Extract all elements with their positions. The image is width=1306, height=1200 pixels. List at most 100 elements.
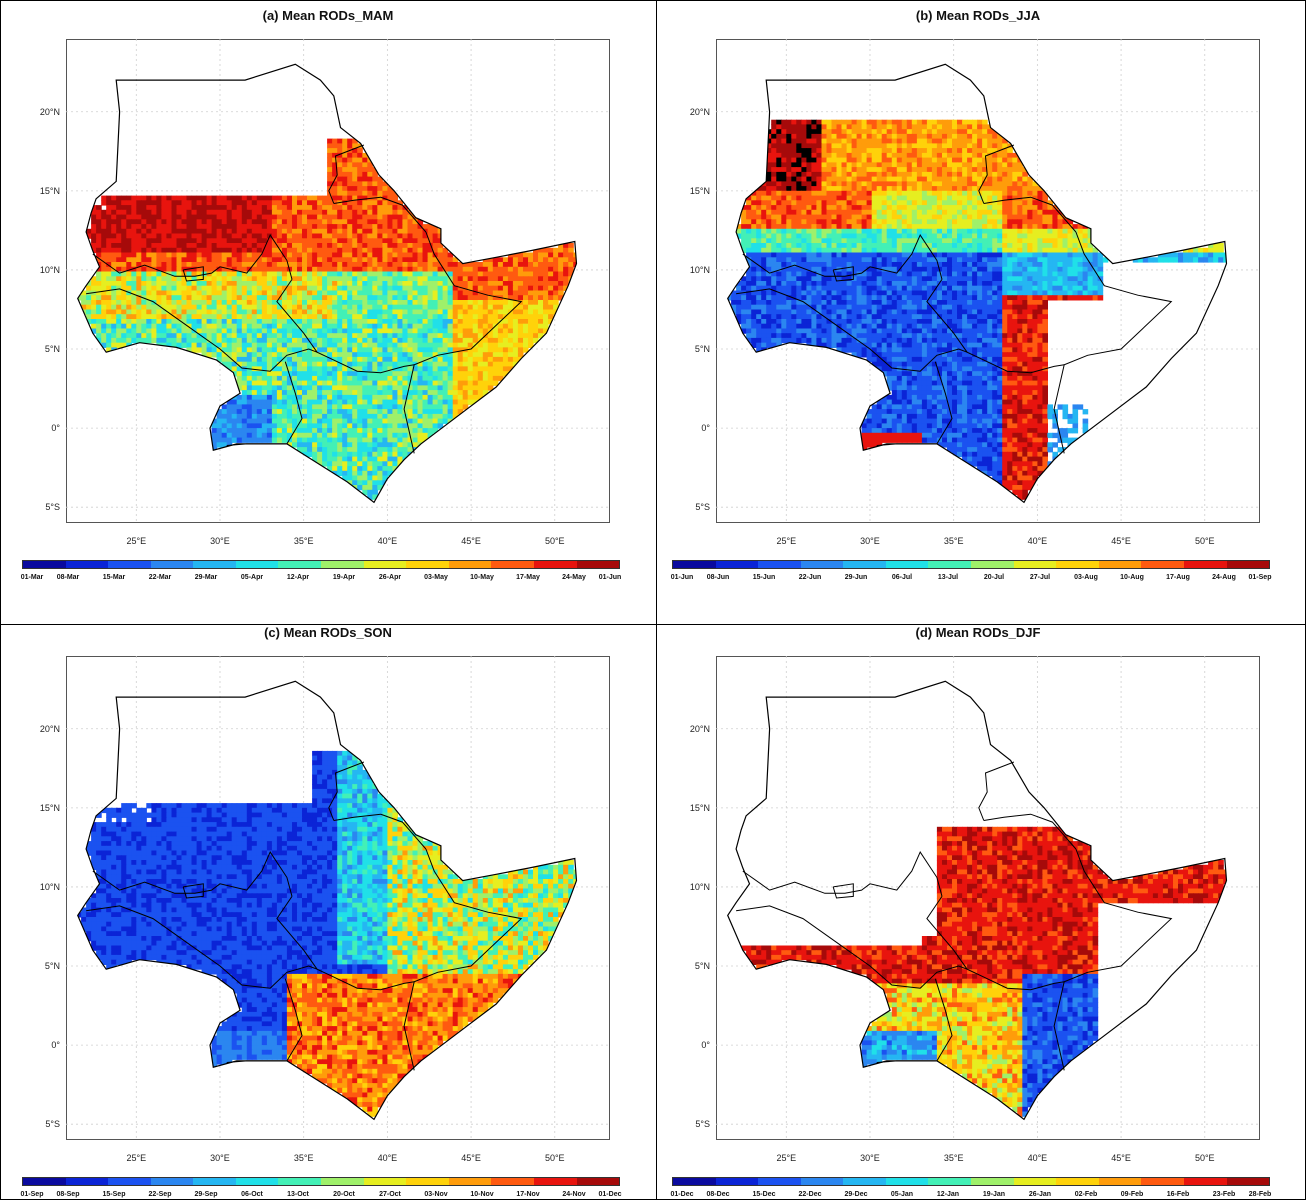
colorbar-tick-label: 01-Sep	[20, 1191, 44, 1198]
colorbar-tick-label: 08-Mar	[56, 574, 80, 581]
lon-tick-label: 25°E	[776, 536, 797, 546]
country-border	[333, 813, 427, 850]
lat-tick-label: 10°N	[689, 264, 710, 275]
lat-tick-label: 10°N	[39, 881, 60, 892]
country-border	[226, 443, 287, 446]
colorbar-segment	[715, 1178, 759, 1185]
country-border	[86, 288, 318, 372]
colorbar-segment	[363, 1178, 407, 1185]
colorbar-segment	[928, 561, 972, 568]
colorbar-tick-label: 01-Jun	[670, 574, 694, 581]
lat-tick-label: 5°S	[695, 1119, 710, 1130]
country-border	[284, 978, 303, 1062]
colorbar-tick-label: 15-Sep	[102, 1191, 126, 1198]
lon-tick-label: 30°E	[210, 1153, 230, 1163]
colorbar-segment	[758, 561, 801, 568]
lon-tick-label: 50°E	[544, 1153, 565, 1163]
colorbar-segment	[406, 561, 449, 568]
country-border	[978, 761, 1015, 821]
country-border	[1053, 848, 1173, 1071]
lon-tick-label: 50°E	[544, 536, 565, 546]
colorbar-tick-label: 19-Apr	[332, 574, 356, 581]
colorbar-segment	[23, 561, 66, 568]
colorbar-segment	[1056, 1178, 1099, 1185]
colorbar-tick-label: 24-May	[562, 574, 586, 581]
colorbar-tick-label: 17-May	[516, 574, 540, 581]
country-border	[1053, 231, 1173, 454]
country-border	[403, 231, 523, 454]
colorbar	[22, 560, 620, 569]
colorbar-segment	[491, 1178, 534, 1185]
colorbar-tick-label: 05-Jan	[890, 1191, 914, 1198]
colorbar	[22, 1177, 620, 1186]
colorbar-tick-label: 29-Mar	[194, 574, 218, 581]
lat-tick-label: 5°N	[44, 344, 60, 354]
colorbar-tick-label: 29-Sep	[194, 1191, 218, 1198]
country-border	[736, 288, 968, 372]
colorbar-tick-label: 22-Sep	[148, 1191, 172, 1198]
lon-tick-label: 35°E	[943, 536, 964, 546]
colorbar-tick-label: 29-Dec	[844, 1191, 868, 1198]
lat-tick-label: 10°N	[39, 264, 60, 275]
lon-tick-label: 25°E	[776, 1153, 797, 1163]
lat-tick-label: 5°S	[45, 1119, 60, 1130]
colorbar-segment	[150, 561, 194, 568]
raster-layer	[741, 826, 1227, 1117]
region-outline	[77, 63, 578, 504]
colorbar-tick-label: 13-Jul	[937, 574, 959, 581]
country-border	[403, 848, 523, 1071]
colorbar-segment	[576, 561, 620, 568]
colorbar-segment	[1098, 561, 1142, 568]
lat-tick-label: 15°N	[39, 185, 60, 196]
lat-tick-label: 15°N	[689, 185, 710, 196]
lat-tick-label: 0°	[701, 1040, 710, 1051]
country-border	[742, 851, 943, 897]
colorbar-tick-label: 08-Dec	[706, 1191, 730, 1198]
colorbar-segment	[1226, 1178, 1270, 1185]
country-border	[226, 1060, 287, 1063]
colorbar-segment	[65, 561, 109, 568]
colorbar-segment	[715, 561, 759, 568]
country-border	[284, 361, 303, 445]
country-border	[333, 196, 427, 233]
colorbar-tick-label: 15-Jun	[752, 574, 776, 581]
lat-tick-label: 15°N	[689, 802, 710, 813]
colorbar-tick-label: 26-Jan	[1028, 1191, 1052, 1198]
lat-tick-label: 10°N	[689, 881, 710, 892]
map-canvas	[716, 656, 1260, 1140]
country-border	[876, 1060, 937, 1063]
colorbar-segment	[448, 1178, 492, 1185]
colorbar-segment	[406, 1178, 449, 1185]
country-border	[92, 234, 293, 280]
colorbar-tick-label: 01-Dec	[598, 1191, 622, 1198]
country-border	[926, 279, 1065, 374]
raster-layer	[727, 119, 1227, 500]
country-border	[276, 896, 415, 991]
colorbar-segment	[1226, 561, 1270, 568]
colorbar-segment	[321, 1178, 364, 1185]
colorbar-segment	[65, 1178, 109, 1185]
map-canvas	[716, 39, 1260, 523]
colorbar-segment	[321, 561, 364, 568]
colorbar-tick-label: 06-Jul	[891, 574, 913, 581]
country-border	[934, 978, 953, 1062]
country-border	[832, 266, 854, 282]
colorbar-tick-label: 12-Jan	[936, 1191, 960, 1198]
colorbar-segment	[843, 561, 886, 568]
country-border	[182, 883, 204, 899]
colorbar-segment	[928, 1178, 972, 1185]
colorbar-tick-label: 23-Feb	[1212, 1191, 1236, 1198]
lat-tick-label: 0°	[51, 423, 60, 434]
lon-tick-label: 30°E	[860, 1153, 880, 1163]
colorbar-segment	[23, 1178, 66, 1185]
colorbar-segment	[533, 1178, 577, 1185]
colorbar-segment	[800, 561, 844, 568]
colorbar-segment	[758, 1178, 801, 1185]
lat-tick-label: 5°N	[44, 961, 60, 971]
colorbar-tick-label: 10-Aug	[1120, 574, 1144, 581]
colorbar-segment	[448, 561, 492, 568]
lon-tick-label: 45°E	[1111, 536, 1131, 546]
colorbar-tick-label: 03-Nov	[424, 1191, 448, 1198]
colorbar-tick-label: 08-Jun	[706, 574, 730, 581]
colorbar-segment	[576, 1178, 620, 1185]
